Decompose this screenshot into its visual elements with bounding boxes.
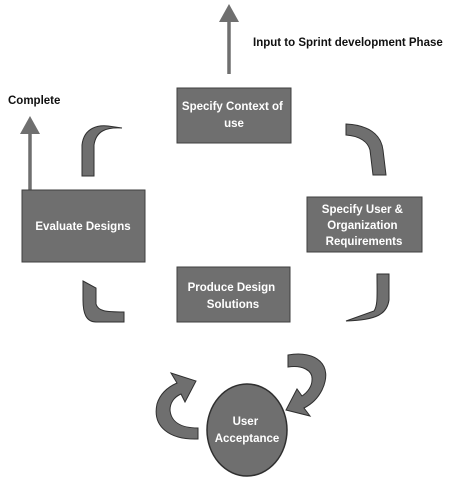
complete-label: Complete (8, 95, 60, 107)
complete-arrow (20, 116, 40, 190)
top-right-curved-connector (345, 123, 387, 176)
input-to-sprint-label: Input to Sprint development Phase (253, 37, 443, 49)
bottom-right-curved-connector (345, 273, 390, 322)
right-circular-arrow (285, 353, 327, 417)
user-acceptance-label: User Acceptance (215, 416, 280, 445)
left-circular-arrow (155, 372, 199, 440)
produce-solutions-label: Produce Design Solutions (188, 282, 279, 311)
specify-requirements-box: Specify User & Organization Requirements (306, 196, 423, 253)
bottom-left-curved-connector (82, 280, 125, 323)
specify-context-label: Specify Context of use (182, 101, 286, 130)
evaluate-designs-box: Evaluate Designs (21, 189, 146, 263)
evaluate-designs-label: Evaluate Designs (35, 221, 130, 233)
specify-context-box: Specify Context of use (176, 87, 292, 144)
produce-solutions-box: Produce Design Solutions (176, 266, 291, 323)
input-to-sprint-arrow (219, 4, 239, 74)
specify-requirements-label: Specify User & Organization Requirements (322, 204, 406, 248)
top-left-curved-connector (81, 125, 123, 177)
user-acceptance-circle: User Acceptance (206, 383, 288, 477)
